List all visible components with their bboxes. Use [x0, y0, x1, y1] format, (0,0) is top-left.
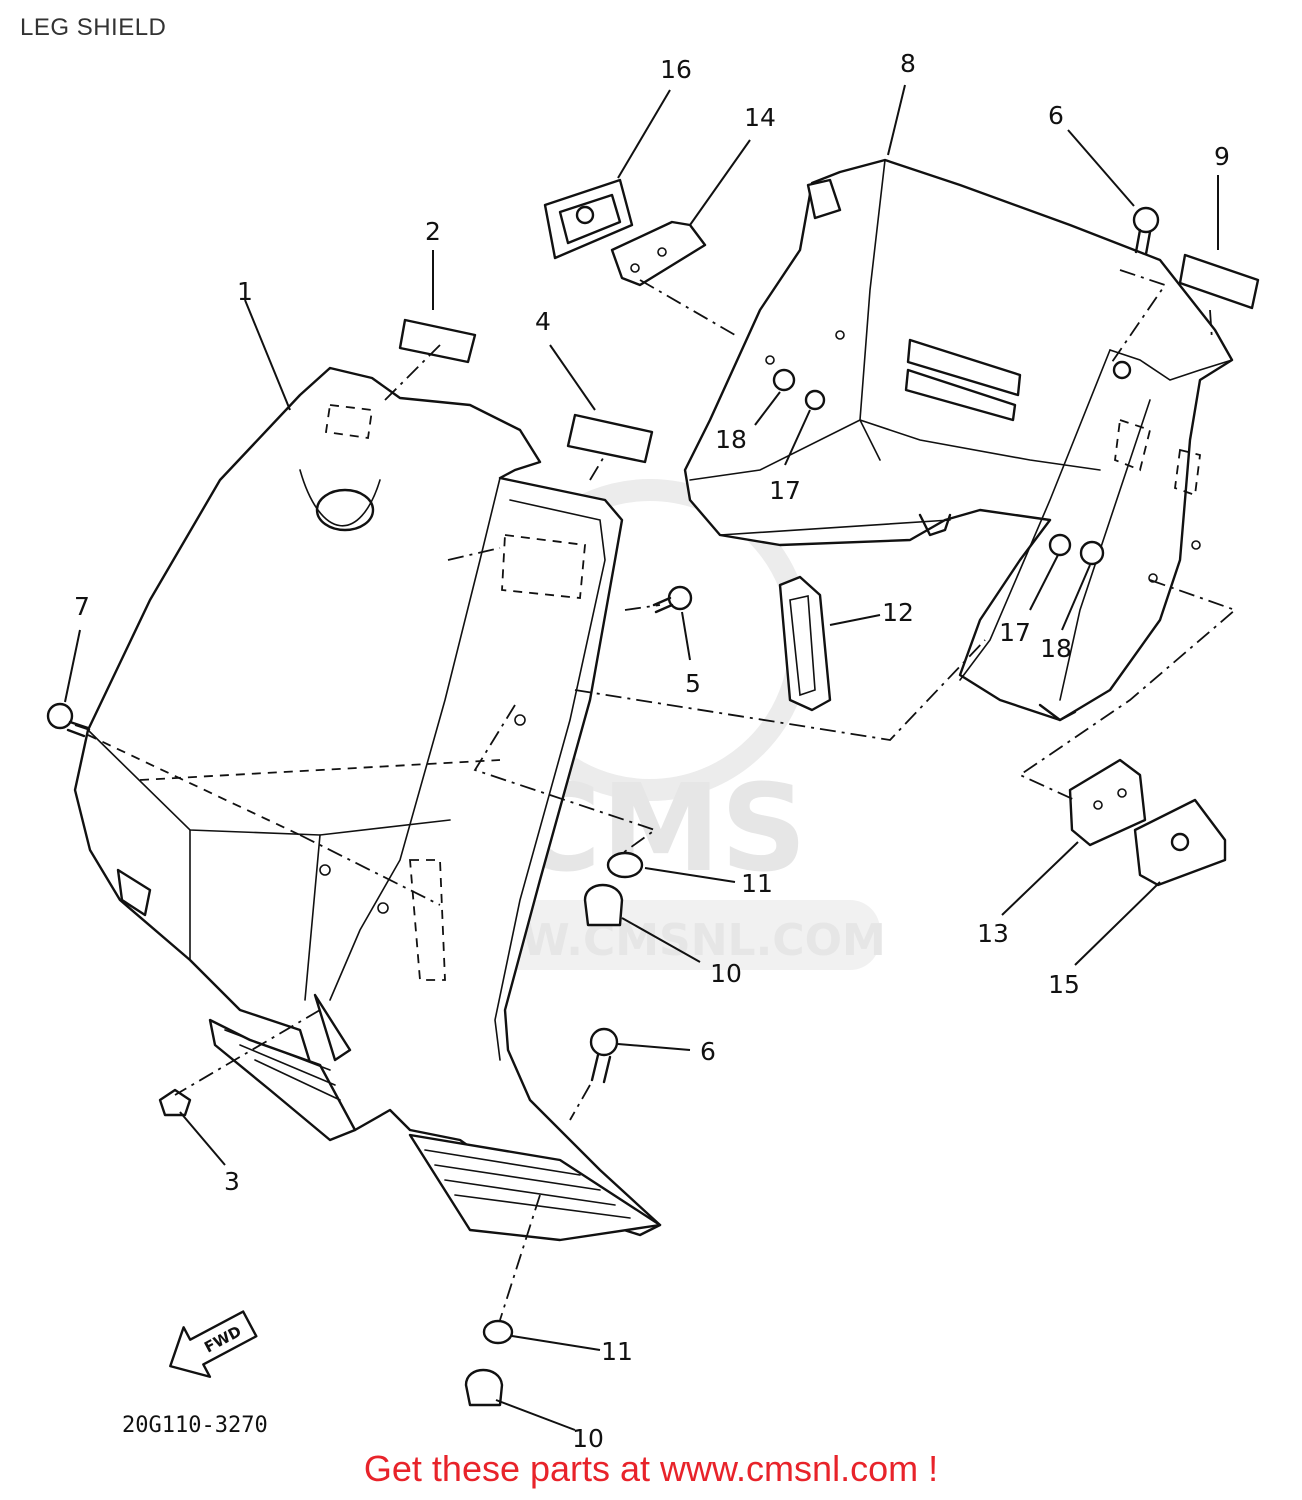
callout-6-lower: 6 [700, 1037, 716, 1066]
part-2-label [398, 318, 477, 364]
callout-18-right: 18 [1040, 634, 1072, 663]
part-11-grommet-lower [482, 1319, 514, 1345]
part-3-collar [158, 1088, 192, 1117]
footer-parts-link[interactable]: Get these parts at www.cmsnl.com ! [363, 1448, 939, 1489]
page-title: LEG SHIELD [20, 14, 167, 41]
part-6-screw-lower [589, 1027, 619, 1084]
callout-4: 4 [535, 307, 551, 336]
assembly-lines [74, 269, 1237, 1321]
part-18-grommet-left [772, 368, 796, 392]
callout-11-lower: 11 [601, 1337, 633, 1366]
part-13-bracket [1068, 758, 1147, 847]
part-6-screw-top [1132, 206, 1160, 256]
callout-16: 16 [660, 55, 692, 84]
part-8-rear-leg-shield [683, 158, 1234, 722]
part-11-grommet-upper [606, 851, 644, 879]
part-7-screw [46, 702, 90, 738]
part-1-leg-shield [73, 366, 662, 1242]
part-10-nut-upper [583, 883, 624, 927]
part-9-label [1178, 253, 1260, 310]
part-12-cover [778, 575, 832, 712]
callout-18-left: 18 [715, 425, 747, 454]
part-18-grommet-right [1079, 540, 1105, 566]
callout-1: 1 [237, 277, 253, 306]
part-5-screw [652, 585, 693, 614]
diagram-code: 20G110-3270 [122, 1413, 268, 1438]
callout-10-upper: 10 [710, 959, 742, 988]
callout-3: 3 [224, 1167, 240, 1196]
part-14-holder [610, 220, 707, 287]
callout-17-left: 17 [769, 476, 801, 505]
part-10-nut-lower [464, 1368, 504, 1407]
callout-15: 15 [1048, 970, 1080, 999]
callout-labels: 1 2 3 4 5 6 6 7 8 9 10 10 11 11 12 13 14… [74, 49, 1230, 1453]
part-4-label [566, 413, 654, 464]
fwd-arrow-icon: FWD [169, 1310, 258, 1378]
part-16-bracket [543, 178, 634, 260]
callout-11-upper: 11 [741, 869, 773, 898]
callout-14: 14 [744, 103, 776, 132]
part-17-collar-right [1048, 533, 1072, 557]
leader-lines [64, 84, 1219, 1431]
callout-17-right: 17 [999, 618, 1031, 647]
callout-10-lower: 10 [572, 1424, 604, 1453]
part-17-collar-left [804, 389, 826, 411]
callout-7: 7 [74, 592, 90, 621]
callout-2: 2 [425, 217, 441, 246]
callout-12: 12 [882, 598, 914, 627]
callout-8: 8 [900, 49, 916, 78]
callout-5: 5 [685, 669, 701, 698]
callout-6-top: 6 [1048, 101, 1064, 130]
callout-13: 13 [977, 919, 1009, 948]
callout-9: 9 [1214, 142, 1230, 171]
part-15-plate [1133, 798, 1227, 887]
